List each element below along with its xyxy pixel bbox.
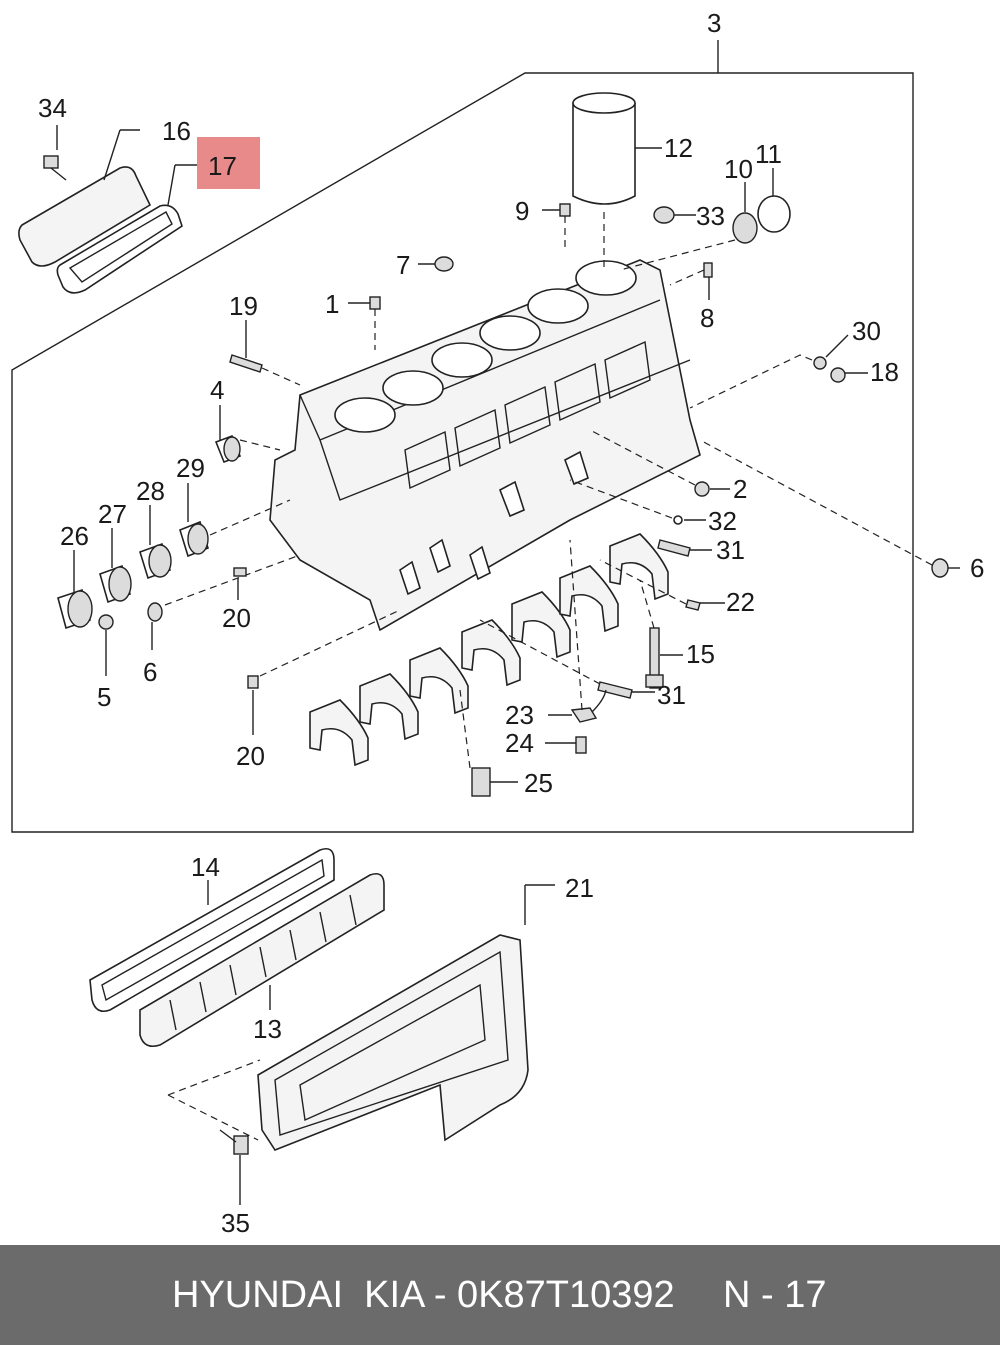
- callout-18: 18: [870, 357, 899, 387]
- callout-23: 23: [505, 700, 534, 730]
- seal-6-right: [931, 558, 949, 578]
- main-bearing-caps: [309, 533, 669, 767]
- bolt-35: [233, 1135, 249, 1155]
- callout-29: 29: [176, 453, 205, 483]
- bolt-34: [43, 155, 59, 169]
- callout-16: 16: [162, 116, 191, 146]
- engine-block-exploded-diagram: 3 34 16 17 12 10 11 9 33 7 1 19 8 30 18 …: [11, 8, 984, 1238]
- callout-31-lower: 31: [657, 680, 686, 710]
- callout-27: 27: [98, 499, 127, 529]
- highlight-box-17: [197, 137, 260, 189]
- pin-22: [685, 599, 701, 611]
- callout-33: 33: [696, 201, 725, 231]
- callout-21: 21: [565, 873, 594, 903]
- callout-8: 8: [700, 303, 714, 333]
- sensor-25: [471, 767, 491, 797]
- cylinder-block: [269, 259, 701, 632]
- o-ring-11: [757, 195, 791, 233]
- plug-2: [694, 481, 710, 497]
- plug-33: [653, 206, 675, 224]
- callout-13: 13: [253, 1014, 282, 1044]
- plug-32: [673, 515, 683, 525]
- assembly-frame: [11, 72, 914, 833]
- seal-10: [732, 212, 758, 244]
- plug-1: [369, 296, 381, 310]
- oil-jet-23: [570, 707, 598, 723]
- part-code: HYUNDAI KIA - 0K87T10392: [172, 1274, 675, 1316]
- bolt-31-lower: [597, 681, 633, 699]
- gasket-17: [56, 204, 183, 294]
- callout-28: 28: [136, 476, 165, 506]
- cylinder-bores: [334, 260, 637, 433]
- seal-6-left: [147, 602, 163, 622]
- callout-11: 11: [755, 139, 782, 169]
- oil-pan-21: [257, 934, 529, 1151]
- callout-32: 32: [708, 506, 737, 536]
- callout-15: 15: [686, 639, 715, 669]
- camshaft-bearings: [57, 520, 209, 630]
- callout-7: 7: [396, 250, 410, 280]
- callout-31-upper: 31: [716, 535, 745, 565]
- callout-6-right: 6: [970, 553, 984, 583]
- callout-22: 22: [726, 587, 755, 617]
- callout-30: 30: [852, 316, 881, 346]
- callout-25: 25: [524, 768, 553, 798]
- stud-8: [703, 262, 713, 278]
- callout-2: 2: [733, 474, 747, 504]
- callout-19: 19: [229, 291, 258, 321]
- callout-34: 34: [38, 93, 67, 123]
- bolt-24: [575, 736, 587, 754]
- main-bearing-shells: [399, 450, 589, 596]
- callout-labels: 3 34 16 17 12 10 11 9 33 7 1 19 8 30 18 …: [38, 8, 984, 1238]
- callout-1: 1: [325, 289, 339, 319]
- gasket-14: [89, 847, 335, 1013]
- callout-4: 4: [210, 375, 224, 405]
- part-info-footer: HYUNDAI KIA - 0K87T10392 N - 17: [0, 1245, 1000, 1345]
- callout-20-upper: 20: [222, 603, 251, 633]
- callout-14: 14: [191, 852, 220, 882]
- baffle-ribs: [169, 894, 357, 1031]
- cylinder-liner-12: [572, 103, 636, 205]
- diagram-reference: N - 17: [723, 1274, 827, 1316]
- bolt-31-upper: [657, 539, 691, 557]
- plug-7: [434, 256, 454, 272]
- callout-3: 3: [707, 8, 721, 38]
- callout-20-lower: 20: [236, 741, 265, 771]
- callout-12: 12: [664, 133, 693, 163]
- dowel-pin-20-lower: [247, 675, 259, 689]
- side-cover-16: [18, 166, 152, 267]
- callout-10: 10: [724, 154, 753, 184]
- callout-24: 24: [505, 728, 534, 758]
- plug-18: [830, 367, 846, 383]
- stud-19: [229, 354, 263, 373]
- callout-9: 9: [515, 196, 529, 226]
- callout-6-left: 6: [143, 657, 157, 687]
- bolt-15: [649, 627, 660, 689]
- plug-9: [559, 203, 571, 217]
- plug-5: [98, 614, 114, 630]
- dowel-pin-20-upper: [233, 567, 247, 577]
- callout-17: 17: [208, 151, 237, 181]
- callout-5: 5: [97, 682, 111, 712]
- washer-30: [813, 356, 827, 370]
- callout-26: 26: [60, 521, 89, 551]
- block-side-windows: [404, 340, 651, 490]
- callout-35: 35: [221, 1208, 250, 1238]
